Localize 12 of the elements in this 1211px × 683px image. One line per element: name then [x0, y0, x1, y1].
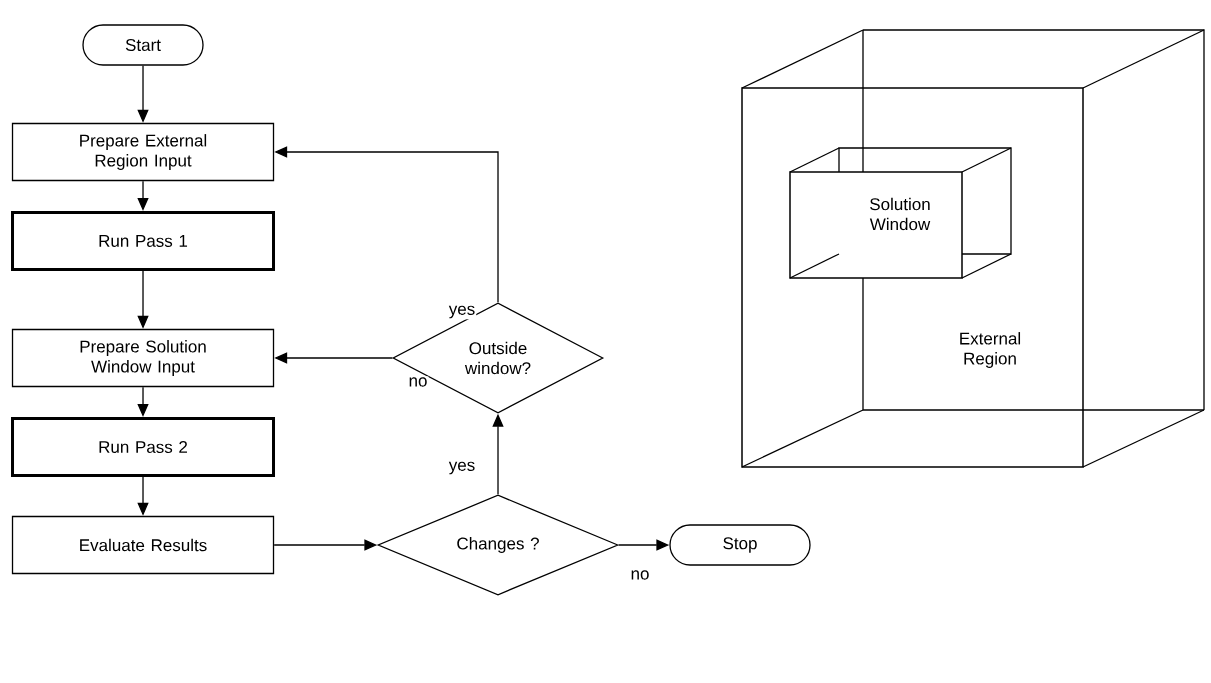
- stop-terminal: Stop: [669, 524, 811, 566]
- edge-label: yes: [448, 305, 475, 319]
- edge-label: no: [631, 570, 649, 580]
- process-box: Run Pass 1: [11, 211, 275, 271]
- process-box: Prepare Solution Window Input: [11, 328, 275, 388]
- start-terminal: Start: [82, 24, 204, 66]
- process-box: Prepare External Region Input: [11, 122, 275, 182]
- process-box: Run Pass 2: [11, 417, 275, 477]
- edge-label: yes: [448, 461, 475, 475]
- process-box: Evaluate Results: [11, 515, 275, 575]
- inner-box-drawing: Solution Window: [789, 147, 1012, 279]
- edge-label: no: [409, 377, 427, 387]
